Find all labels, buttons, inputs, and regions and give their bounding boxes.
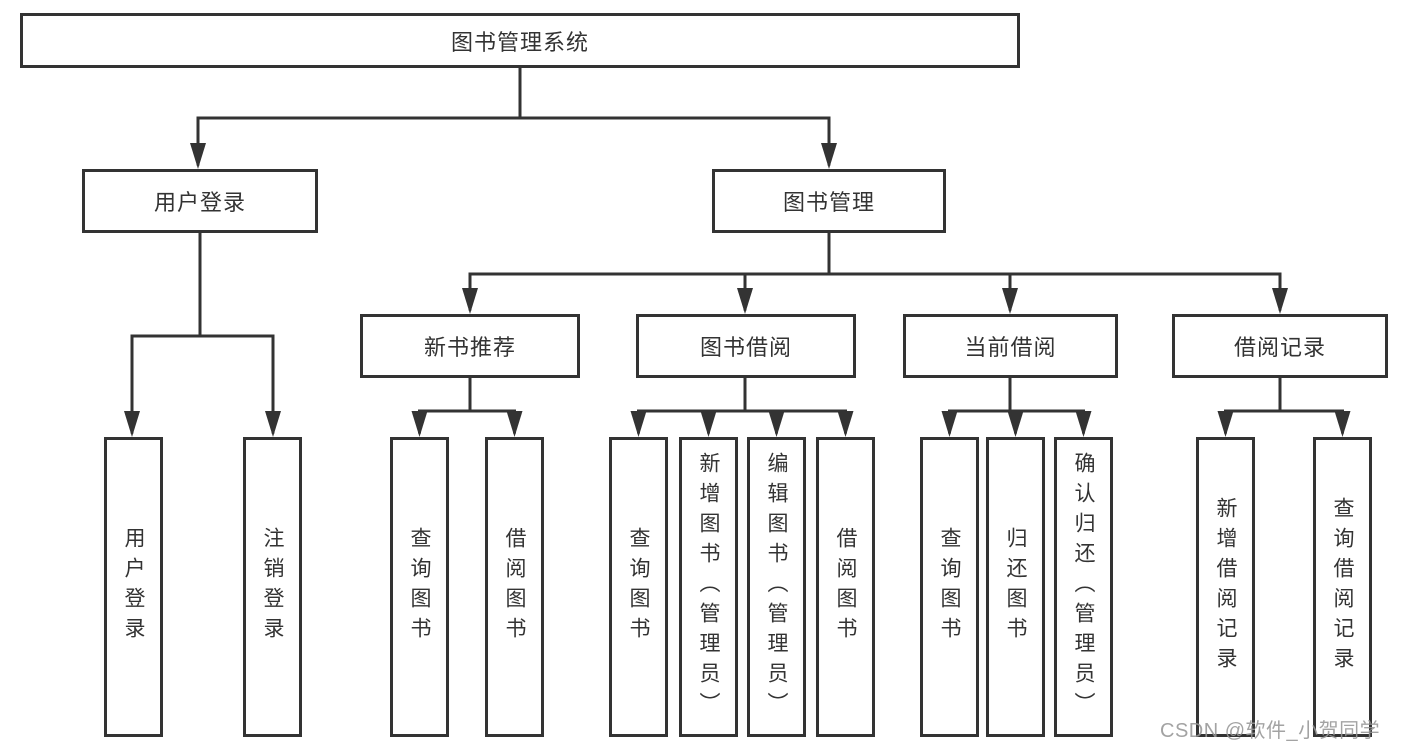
node-user-login: 用户登录 xyxy=(82,169,318,233)
node-label: 图书管理系统 xyxy=(450,29,589,55)
node-label: 编辑图书（管理员） xyxy=(765,452,788,722)
leaf-return-book: 归还图书 xyxy=(986,437,1045,737)
leaf-borrow-books-borrowing: 借阅图书 xyxy=(816,437,875,737)
node-book-borrowing: 图书借阅 xyxy=(636,314,856,378)
leaf-borrow-books-recommend: 借阅图书 xyxy=(485,437,544,737)
node-borrowing-records: 借阅记录 xyxy=(1172,314,1388,378)
leaf-user-login: 用户登录 xyxy=(104,437,163,737)
csdn-watermark: CSDN @软件_小贺同学 xyxy=(1160,720,1381,742)
leaf-query-books-recommend: 查询图书 xyxy=(390,437,449,737)
node-label: 图书管理 xyxy=(782,190,875,215)
leaf-edit-book-admin: 编辑图书（管理员） xyxy=(747,437,806,737)
node-label: 图书借阅 xyxy=(699,335,792,360)
node-label: 借阅记录 xyxy=(1233,335,1326,360)
node-book-management: 图书管理 xyxy=(712,169,946,233)
node-label: 查询图书 xyxy=(408,527,431,647)
node-label: 归还图书 xyxy=(1004,527,1027,647)
arrowheads xyxy=(124,143,1351,437)
node-current-borrowing: 当前借阅 xyxy=(903,314,1118,378)
leaf-query-books-borrowing: 查询图书 xyxy=(609,437,668,737)
node-label: 新增借阅记录 xyxy=(1214,497,1237,677)
leaf-add-borrow-record: 新增借阅记录 xyxy=(1196,437,1255,737)
leaf-logout: 注销登录 xyxy=(243,437,302,737)
node-library-management-system: 图书管理系统 xyxy=(20,13,1020,68)
node-label: 用户登录 xyxy=(122,527,145,647)
node-label: 新书推荐 xyxy=(423,335,516,360)
node-label: 查询借阅记录 xyxy=(1331,497,1354,677)
node-label: 当前借阅 xyxy=(964,335,1057,360)
leaf-query-borrow-record: 查询借阅记录 xyxy=(1313,437,1372,737)
node-label: 查询图书 xyxy=(627,527,650,647)
node-label: 查询图书 xyxy=(938,527,961,647)
node-label: 借阅图书 xyxy=(834,527,857,647)
node-label: 确认归还（管理员） xyxy=(1072,452,1095,722)
node-label: 新增图书（管理员） xyxy=(697,452,720,722)
node-new-book-recommendation: 新书推荐 xyxy=(360,314,580,378)
leaf-query-books-current: 查询图书 xyxy=(920,437,979,737)
leaf-add-book-admin: 新增图书（管理员） xyxy=(679,437,738,737)
node-label: 借阅图书 xyxy=(503,527,526,647)
node-label: 注销登录 xyxy=(261,527,284,647)
node-label: 用户登录 xyxy=(153,190,246,215)
leaf-confirm-return-admin: 确认归还（管理员） xyxy=(1054,437,1113,737)
